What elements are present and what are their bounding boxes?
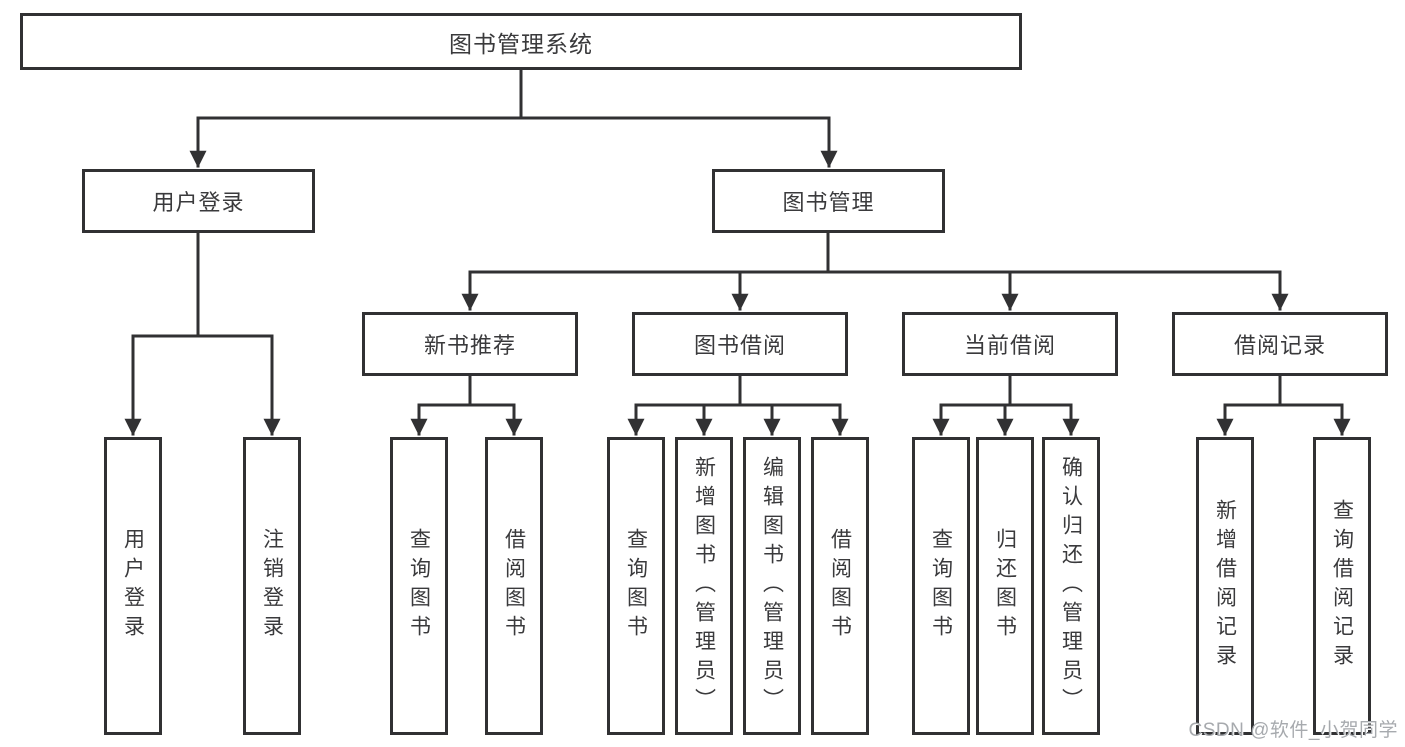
leaf-borrow-books-recommend: 借阅图书 xyxy=(485,437,543,735)
node-label: 图书借阅 xyxy=(693,333,786,358)
node-label: 借阅记录 xyxy=(1233,333,1326,358)
connector-user-login-branch xyxy=(124,231,281,436)
node-new-book-recommend: 新书推荐 xyxy=(362,312,578,376)
node-library-management-system: 图书管理系统 xyxy=(20,13,1022,70)
node-label: 编辑图书（管理员） xyxy=(760,455,784,717)
csdn-watermark: CSDN @软件_小贺同学 xyxy=(1188,720,1398,741)
connector-borrow-records-branch xyxy=(1216,374,1351,436)
node-label: 查询图书 xyxy=(929,528,953,644)
leaf-query-borrow-record: 查询借阅记录 xyxy=(1313,437,1371,735)
node-label: 确认归还（管理员） xyxy=(1059,455,1083,717)
leaf-return-books: 归还图书 xyxy=(976,437,1034,735)
node-label: 当前借阅 xyxy=(963,333,1056,358)
node-label: 归还图书 xyxy=(993,528,1017,644)
node-label: 注销登录 xyxy=(260,528,284,644)
node-label: 借阅图书 xyxy=(502,528,526,644)
node-label: 用户登录 xyxy=(152,190,245,215)
node-label: 图书管理 xyxy=(782,190,875,215)
node-label: 新增图书（管理员） xyxy=(692,455,716,717)
leaf-logout: 注销登录 xyxy=(243,437,301,735)
node-label: 新增借阅记录 xyxy=(1213,499,1237,673)
node-label: 查询图书 xyxy=(407,528,431,644)
node-user-login: 用户登录 xyxy=(82,169,315,233)
leaf-query-books-borrow: 查询图书 xyxy=(607,437,665,735)
node-label: 新书推荐 xyxy=(423,333,516,358)
leaf-confirm-return-admin: 确认归还（管理员） xyxy=(1042,437,1100,735)
leaf-add-books-admin: 新增图书（管理员） xyxy=(675,437,733,735)
leaf-user-login: 用户登录 xyxy=(104,437,162,735)
leaf-edit-books-admin: 编辑图书（管理员） xyxy=(743,437,801,735)
connector-root-to-level1 xyxy=(189,68,838,168)
node-label: 借阅图书 xyxy=(828,528,852,644)
node-label: 查询图书 xyxy=(624,528,648,644)
connector-book-borrow-branch xyxy=(627,374,849,436)
leaf-query-books-current: 查询图书 xyxy=(912,437,970,735)
leaf-add-borrow-record: 新增借阅记录 xyxy=(1196,437,1254,735)
connector-book-management-branch xyxy=(461,231,1289,311)
node-current-borrow: 当前借阅 xyxy=(902,312,1118,376)
connector-current-borrow-branch xyxy=(932,374,1080,436)
leaf-query-books-recommend: 查询图书 xyxy=(390,437,448,735)
node-label: 用户登录 xyxy=(121,528,145,644)
node-book-borrow: 图书借阅 xyxy=(632,312,848,376)
connector-new-book-recommend-branch xyxy=(410,374,523,436)
leaf-borrow-books: 借阅图书 xyxy=(811,437,869,735)
node-book-management: 图书管理 xyxy=(712,169,945,233)
node-label: 查询借阅记录 xyxy=(1330,499,1354,673)
node-borrow-records: 借阅记录 xyxy=(1172,312,1388,376)
node-label: 图书管理系统 xyxy=(449,30,593,57)
